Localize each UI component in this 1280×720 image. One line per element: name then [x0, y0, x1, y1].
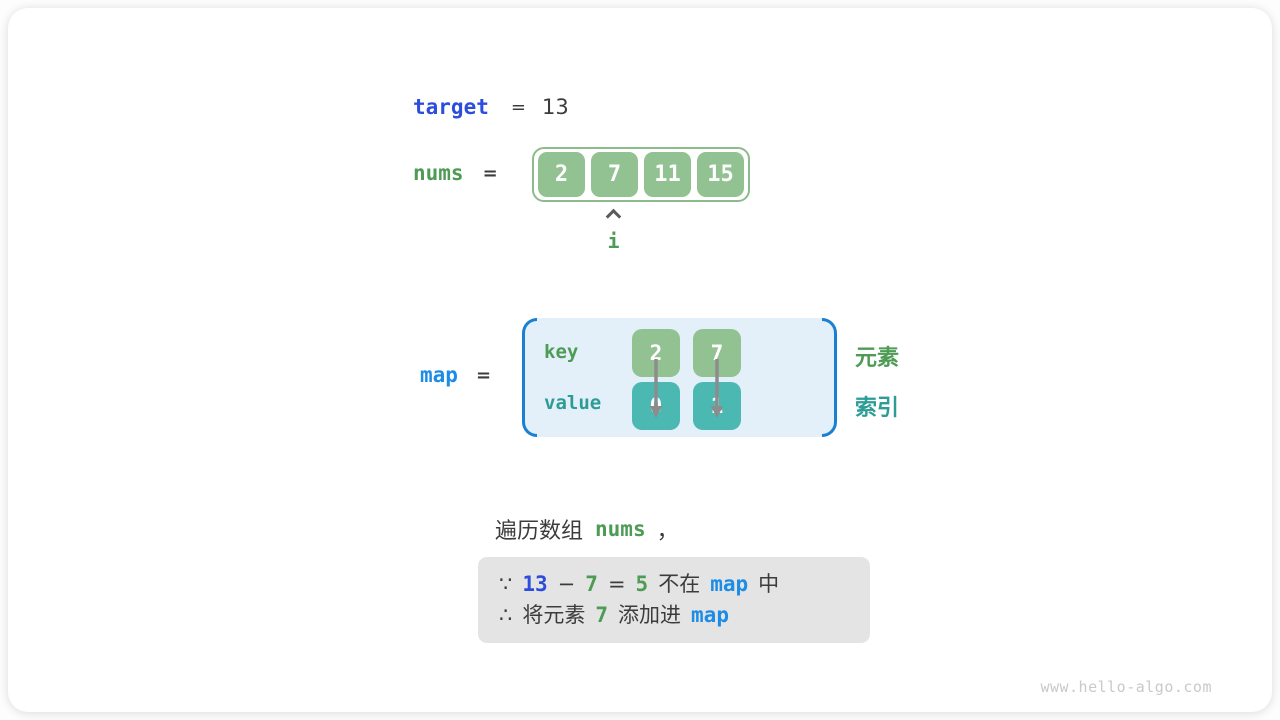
note-segment: map: [710, 572, 749, 596]
equals-sign: =: [482, 162, 498, 184]
index-pointer-label: i: [607, 229, 620, 253]
right-bracket-icon: [822, 318, 837, 437]
array-cell: 7: [591, 152, 638, 197]
site-watermark: www.hello-algo.com: [1040, 678, 1212, 696]
index-side-label: 索引: [855, 396, 900, 421]
note-line-because: ∵ 13−7 = 5 不在 map 中: [499, 569, 870, 600]
array-cell: 11: [644, 152, 691, 197]
map-container: key value 2 7 0 1: [522, 318, 837, 437]
nums-line: nums =: [413, 161, 498, 185]
array-cell: 2: [538, 152, 585, 197]
note-segment: 添加进: [618, 603, 682, 627]
equals-sign: =: [475, 364, 492, 386]
note-segment: =: [607, 572, 626, 596]
note-segment: map: [691, 603, 729, 627]
caption-line: 遍历数组 nums ，: [495, 513, 679, 545]
note-segment: 将元素: [522, 603, 586, 627]
note-segment: −: [557, 572, 576, 596]
map-key-cell: 2: [632, 329, 680, 377]
note-segment: 13: [522, 572, 548, 596]
target-variable: target: [413, 95, 489, 119]
note-segment: 7: [595, 603, 609, 627]
note-segment: 7: [585, 572, 598, 596]
nums-array: 2 7 11 15: [532, 147, 750, 202]
note-line-therefore: ∴ 将元素 7 添加进 map: [499, 600, 870, 631]
note-segment: 5: [635, 572, 649, 596]
map-key-cell: 7: [693, 329, 741, 377]
nums-variable: nums: [413, 161, 464, 185]
array-cell: 15: [697, 152, 744, 197]
value-row-label: value: [544, 392, 602, 414]
left-bracket-icon: [522, 318, 537, 437]
caption-text: 遍历数组: [495, 519, 584, 544]
note-segment: 中: [758, 572, 780, 596]
map-value-cell: 1: [693, 382, 741, 430]
map-value-cell: 0: [632, 382, 680, 430]
reasoning-note-box: ∵ 13−7 = 5 不在 map 中 ∴ 将元素 7 添加进 map: [478, 557, 870, 643]
note-segment: ∴: [499, 603, 513, 627]
map-variable: map: [420, 363, 458, 387]
map-line: map =: [420, 363, 491, 387]
note-segment: 不在: [658, 572, 701, 596]
note-segment: ∵: [499, 572, 513, 596]
target-value: 13: [541, 95, 569, 119]
equals-sign: =: [510, 96, 526, 118]
element-side-label: 元素: [855, 346, 900, 371]
caption-comma: ，: [656, 519, 679, 544]
target-line: target = 13: [413, 95, 569, 119]
caption-code-token: nums: [595, 517, 646, 541]
key-row-label: key: [544, 341, 579, 363]
